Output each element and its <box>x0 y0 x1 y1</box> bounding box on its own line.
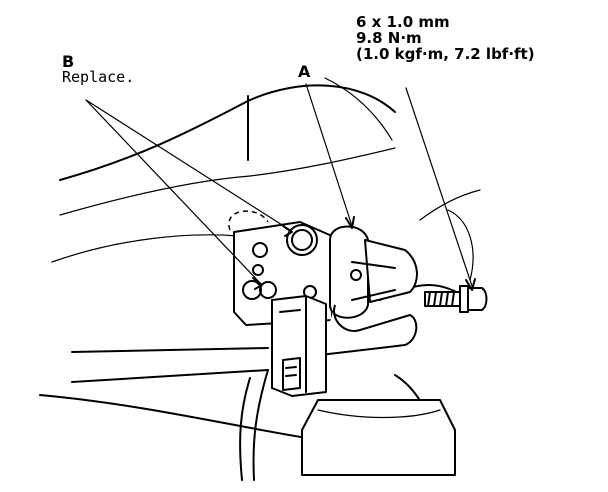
callout-b-note: Replace. <box>62 68 135 86</box>
electrical-connector-icon <box>271 295 327 397</box>
engine-body-outline <box>39 77 481 441</box>
bolt-size: 6 x 1.0 mm <box>356 13 450 31</box>
callout-a-letter: A <box>298 62 311 81</box>
bolt-torque-alt: (1.0 kgf·m, 7.2 lbf·ft) <box>356 45 535 63</box>
sensor-body-icon <box>319 225 418 356</box>
lower-mount-block <box>239 369 456 481</box>
flange-bolt-icon <box>424 285 488 313</box>
bolt-torque-nm: 9.8 N·m <box>356 29 422 47</box>
bolt-torque-spec: 6 x 1.0 mm 9.8 N·m (1.0 kgf·m, 7.2 lbf·f… <box>356 14 535 62</box>
callout-b-letter: B <box>62 52 75 71</box>
leader-lines <box>85 83 476 291</box>
o-ring-seal-icon <box>259 224 318 299</box>
